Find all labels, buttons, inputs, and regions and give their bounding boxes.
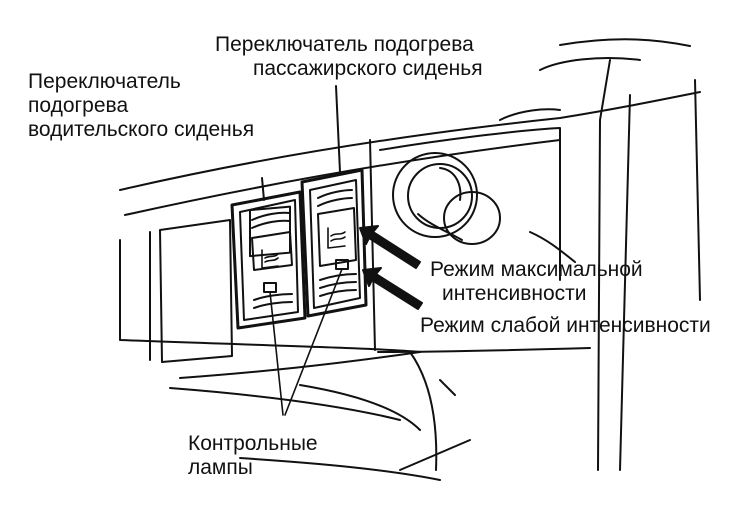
arrow-icon <box>362 267 423 310</box>
driver-seat-heater-switch <box>230 177 307 330</box>
indicator-lamps-label: Контрольные лампы <box>188 432 318 479</box>
seat-heater-icon <box>261 249 279 269</box>
seat-heater-icon <box>327 227 346 249</box>
arrow-icon <box>359 225 421 269</box>
lamp-leader-lines <box>269 268 343 416</box>
lighter-knob <box>392 152 501 245</box>
driver-indicator-lamp <box>263 282 277 293</box>
passenger-seat-heater-switch <box>300 85 368 318</box>
low-mode-label: Режим слабой интенсивности <box>420 314 711 337</box>
max-mode-label: Режим максимальной интенсивности <box>430 258 643 305</box>
driver-switch-label: Переключатель подогрева водительского си… <box>28 70 255 141</box>
passenger-switch-label: Переключатель подогрева пассажирского си… <box>215 33 483 80</box>
dashboard-outline <box>119 38 701 481</box>
